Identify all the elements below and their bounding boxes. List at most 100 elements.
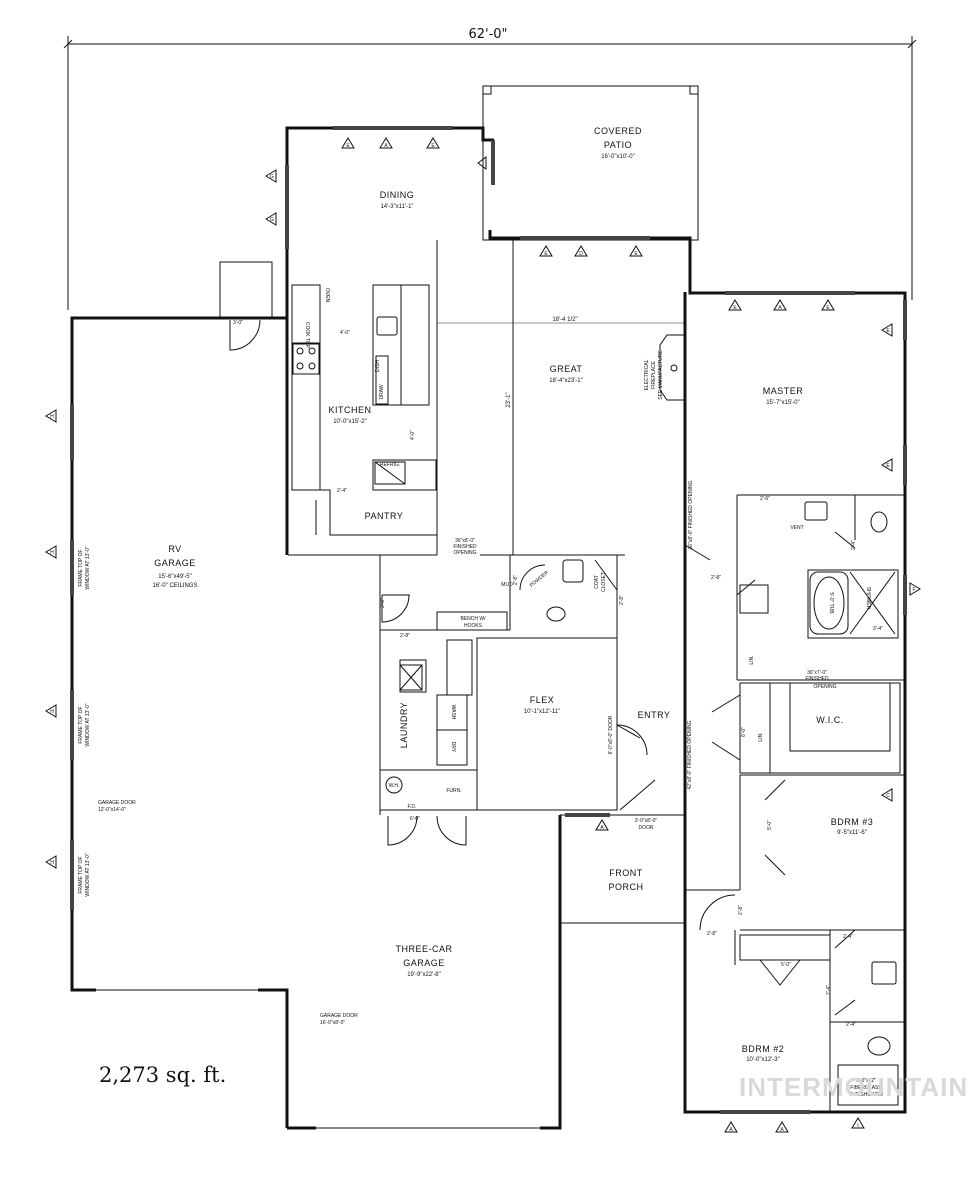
dim-laundry-door: 2'-8" — [400, 633, 410, 639]
dish-label: DISH — [375, 360, 381, 372]
oven-label: OVEN — [324, 288, 330, 303]
window-tag-i: I — [851, 1117, 865, 1129]
lin-label-1: LIN. — [749, 655, 755, 664]
svg-text:G: G — [270, 174, 274, 180]
kitchen-dim-c: 2'-4" — [337, 488, 347, 494]
rv-garage-note: 16'-0" CEILINGS — [153, 583, 198, 589]
dim-bdrm3-door: 2'-8" — [738, 905, 744, 915]
wash-label: WASH — [450, 705, 456, 720]
fiberglass-1: 6'-0"x32" — [856, 1078, 876, 1084]
dim-master-door: 2'-8" — [711, 575, 721, 581]
flex-name: FLEX — [530, 695, 555, 705]
cooktop-label: COOK TOP — [304, 322, 310, 349]
three-car-door-label: GARAGE DOOR — [320, 1013, 358, 1019]
bdrm3-name: BDRM #3 — [831, 817, 874, 827]
rv-garage-dims: 15'-6"x49'-5" — [158, 574, 192, 580]
window-tag-e: E — [341, 137, 355, 149]
frame-note-2: FRAME TOP OF — [78, 706, 84, 743]
window-tags: E A E G G I E D E E A E E E F C H H H H … — [45, 137, 921, 1133]
dim-coat-door: 2'-8" — [619, 595, 625, 605]
opening-kitchen-3: OPENING — [453, 550, 476, 556]
front-door-label: 3'-0"x8'-0" — [635, 818, 658, 824]
dim-laundry-side: 3'-0" — [380, 598, 386, 608]
window-tag-h: H — [45, 855, 57, 869]
frame-note-3b: WINDOW AT 13'-0" — [85, 853, 91, 896]
shower-dim: 3'-4" — [873, 626, 883, 632]
dim-hall-door: 2'-8" — [707, 931, 717, 937]
great-span: 18'-4 1/2" — [552, 317, 577, 323]
frame-note-1b: WINDOW AT 13'-0" — [85, 546, 91, 589]
three-car-garage-dims: 19'-9"x22'-8" — [407, 972, 441, 978]
master-name: MASTER — [763, 386, 804, 396]
svg-text:I: I — [857, 1123, 858, 1129]
window-tag-e: E — [426, 137, 440, 149]
svg-text:E: E — [431, 143, 435, 149]
fiberglass-2: FIBERGLASS — [850, 1085, 882, 1091]
great-dims: 18'-4"x23'-1" — [549, 378, 583, 384]
dim-bath-door: 2'-6" — [760, 496, 770, 502]
svg-text:E: E — [733, 305, 737, 311]
square-footage: 2,273 sq. ft. — [99, 1063, 227, 1087]
dim-bath2-door-a: 2'-4" — [843, 934, 853, 940]
kitchen-name: KITCHEN — [328, 405, 371, 415]
dim-bath2-door-b: 2'-4" — [826, 985, 832, 995]
window-tag-h: H — [45, 409, 57, 423]
opening-wic-1: 36"x7'-0" — [807, 670, 827, 676]
window-tag-a: A — [775, 1121, 789, 1133]
dim-mech-door: 6'-0" — [410, 816, 420, 822]
coat-label: COAT — [594, 575, 600, 589]
entry-name: ENTRY — [638, 710, 671, 720]
furn-label: FURN. — [446, 788, 461, 794]
master-dims: 15'-7"x15'-0" — [766, 400, 800, 406]
svg-text:A: A — [384, 143, 388, 149]
front-porch-name2: PORCH — [608, 882, 643, 892]
overall-dimension: 62'-0" — [468, 27, 507, 42]
window-tag-a: A — [379, 137, 393, 149]
bench-label: BENCH W/ — [461, 616, 487, 622]
svg-text:E: E — [886, 328, 890, 334]
covered-patio-name: COVERED — [594, 126, 642, 136]
dim-bdrm2-closet: 5'-0" — [781, 962, 791, 968]
window-tag-h: H — [45, 704, 57, 718]
fireplace-note-1: ELECTRICAL — [644, 359, 650, 390]
svg-text:H: H — [50, 860, 54, 866]
covered-patio-dims: 16'-0"x10'-0" — [601, 154, 635, 160]
window-tag-e: E — [728, 299, 742, 311]
window-tag-a: A — [595, 819, 609, 831]
svg-text:E: E — [634, 251, 638, 257]
three-car-garage-name2: GARAGE — [403, 958, 445, 968]
three-car-garage-name: THREE-CAR — [395, 944, 452, 954]
dining-name: DINING — [380, 190, 415, 200]
window-tag-d: D — [574, 245, 588, 257]
window-tag-e: E — [539, 245, 553, 257]
dining-dims: 14'-3"x11'-1" — [380, 204, 413, 210]
svg-text:A: A — [778, 305, 782, 311]
kitchen-dim-b: 4'-0" — [410, 430, 416, 440]
bdrm3-dims: 9'-5"x11'-6" — [837, 830, 867, 836]
mud-label: MUD — [501, 582, 513, 588]
window-tag-a: A — [773, 299, 787, 311]
powder-label: POWDER — [529, 569, 550, 588]
window-tag-e: E — [881, 323, 893, 337]
rv-garage-name: RV — [168, 544, 181, 554]
window-tag-i: I — [477, 156, 487, 170]
svg-text:A: A — [729, 1127, 733, 1133]
window-tag-e: E — [821, 299, 835, 311]
svg-text:C: C — [886, 793, 890, 799]
opening-master: 36"x8'-0" FINISHED OPENING — [688, 480, 694, 549]
svg-text:D: D — [579, 251, 583, 257]
front-door-label2: DOOR — [639, 825, 654, 831]
dim-bath-side: 2'-4" — [851, 540, 857, 550]
pantry-name: PANTRY — [365, 511, 404, 521]
opening-wic-3: OPENING — [813, 684, 836, 690]
hooks-label: HOOKS — [464, 623, 483, 629]
window-tag-h: H — [45, 545, 57, 559]
opening-entry: 42"x8'-0" FINISHED OPENING — [687, 720, 693, 789]
window-tag-g: G — [265, 169, 277, 183]
frame-note-1: FRAME TOP OF — [78, 549, 84, 586]
front-porch-name: FRONT — [609, 868, 643, 878]
frame-note-3: FRAME TOP OF — [78, 856, 84, 893]
frame-note-2b: WINDOW AT 13'-0" — [85, 703, 91, 746]
window-tag-e: E — [881, 458, 893, 472]
